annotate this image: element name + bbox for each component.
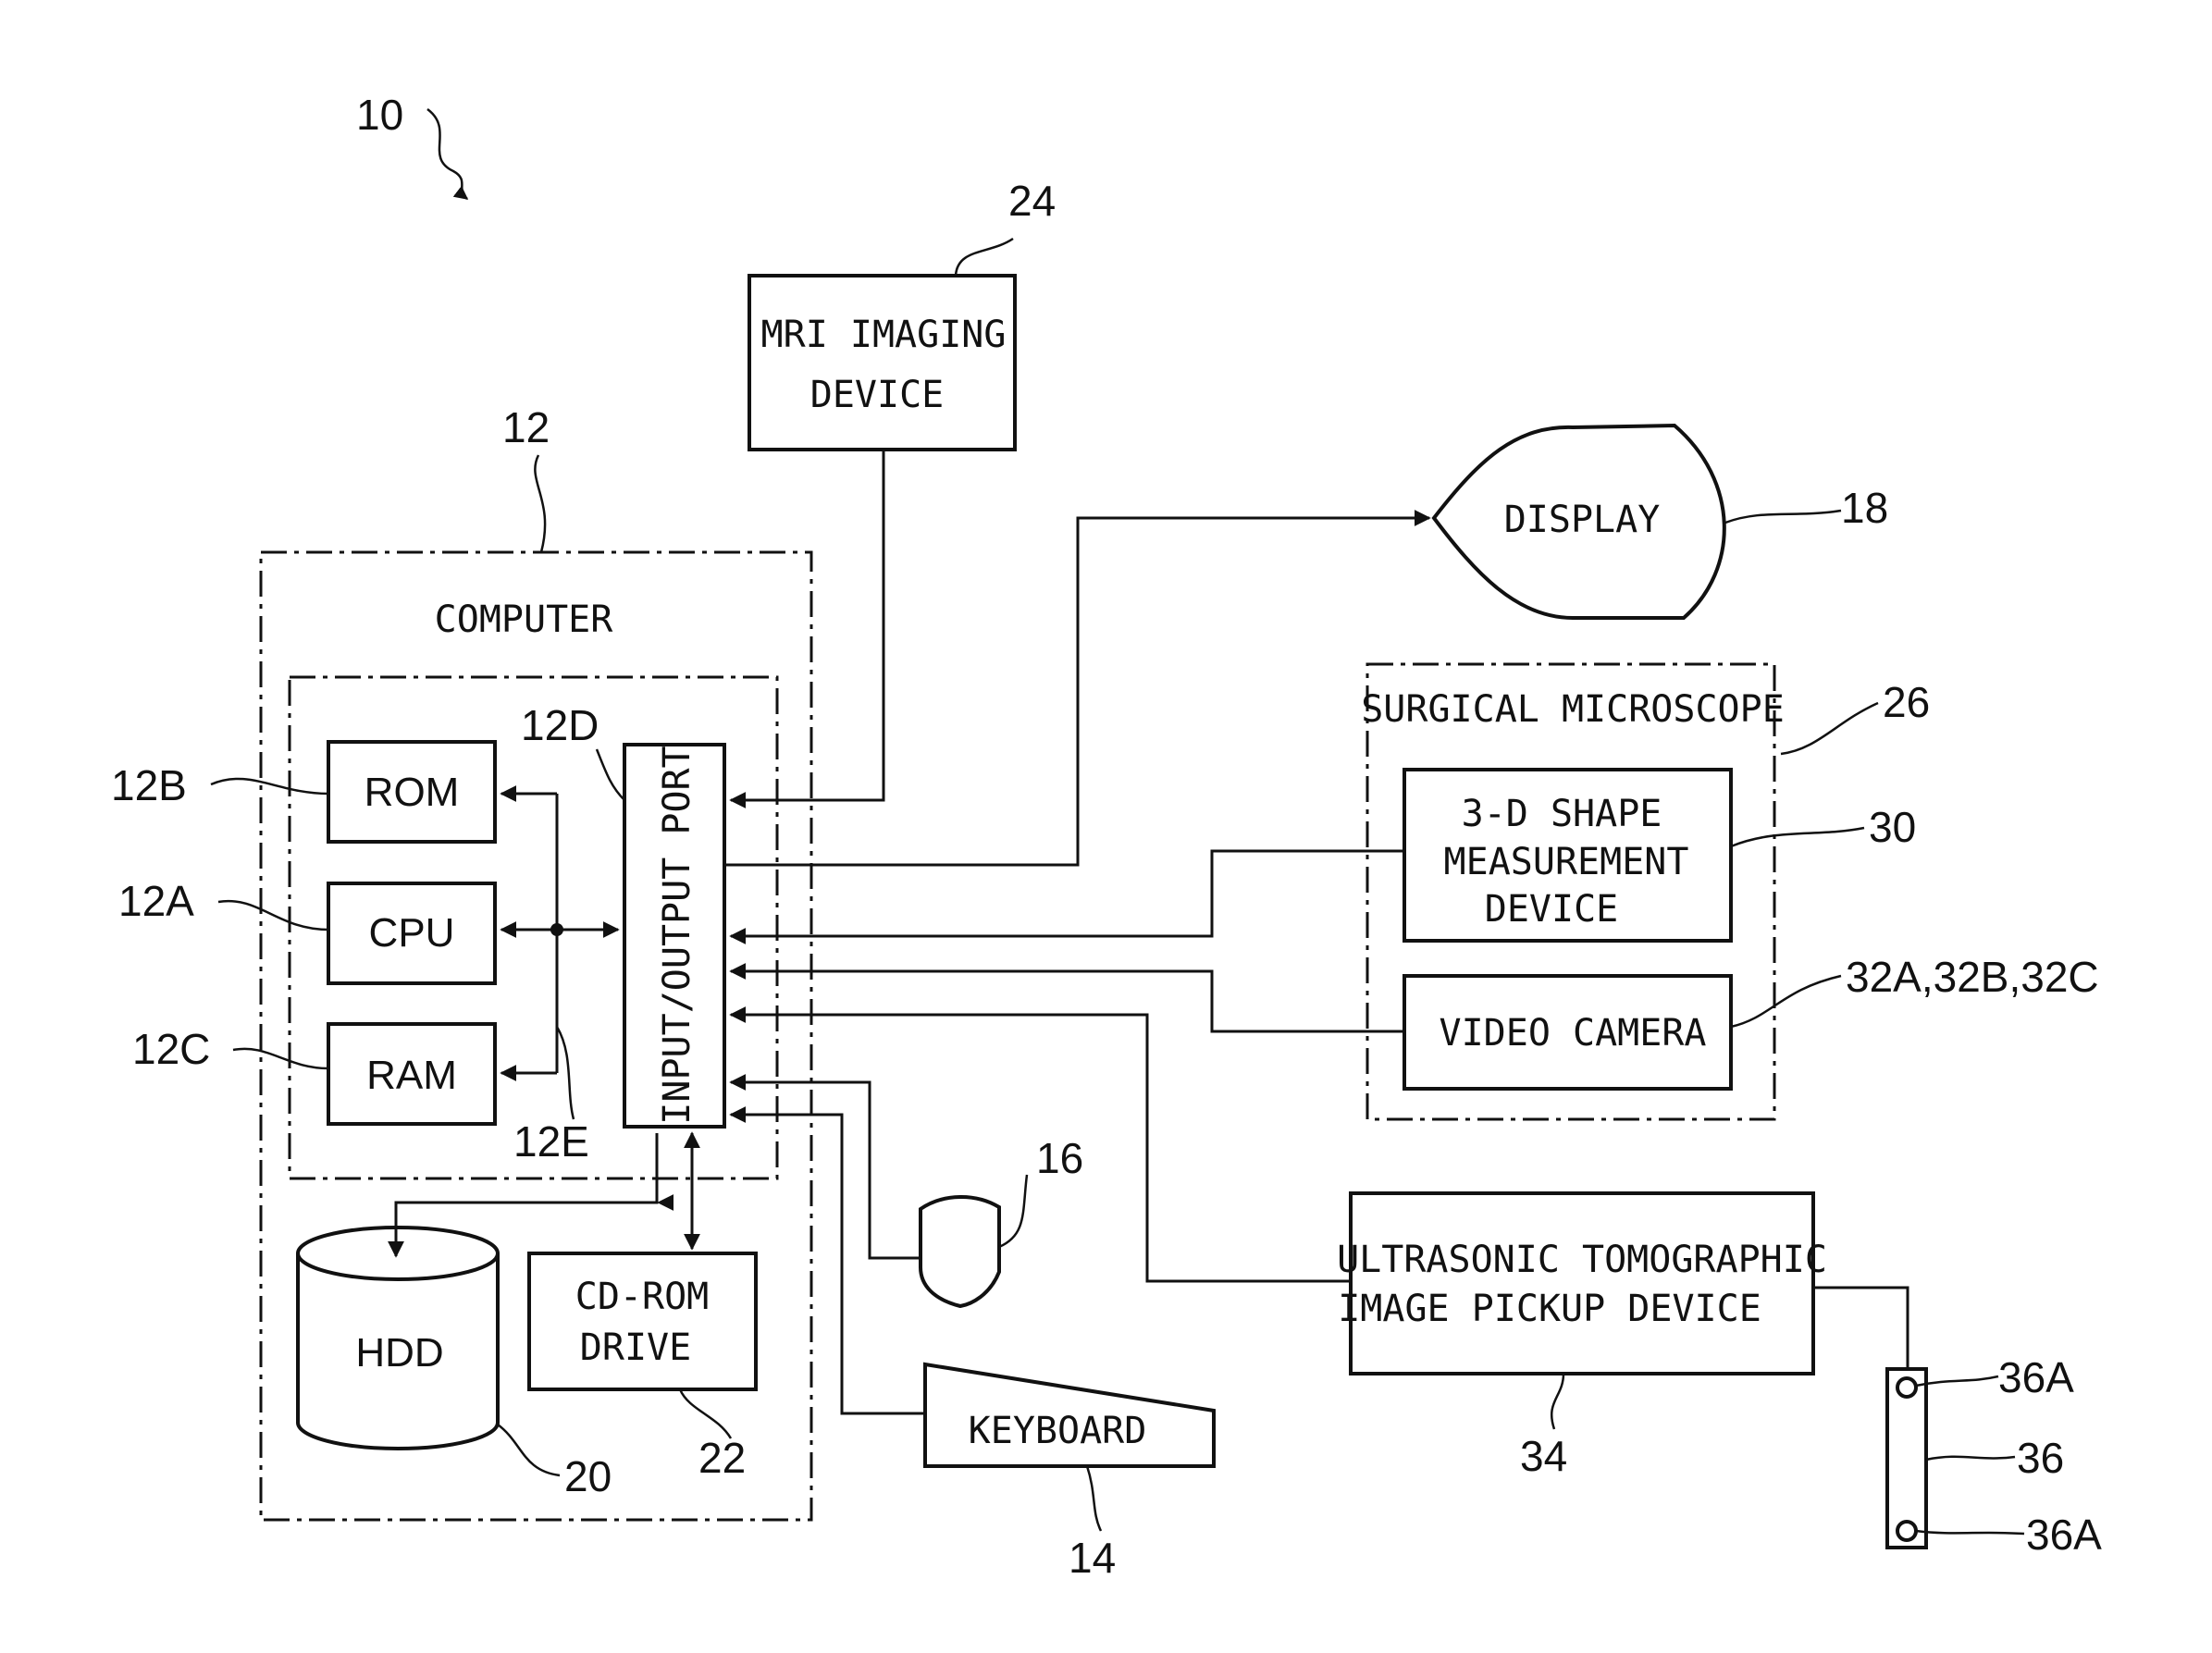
rom-ref-leader <box>211 779 328 794</box>
computer-ref-leader <box>535 455 545 552</box>
mri-ref-leader <box>956 239 1013 276</box>
shape-label-line2: MEASUREMENT <box>1444 841 1689 883</box>
keyboard-ref-leader <box>1087 1466 1101 1531</box>
hdd-label: HDD <box>355 1330 443 1375</box>
cpu-ref-leader <box>218 901 328 930</box>
computer-boundary <box>261 552 811 1520</box>
mri-block <box>749 276 1015 450</box>
shape-ref-leader <box>1731 828 1864 846</box>
ref-display: 18 <box>1841 484 1888 532</box>
io-ref-leader <box>597 749 624 800</box>
bus-junction <box>550 923 563 936</box>
cpu-label: CPU <box>369 910 455 956</box>
keyboard-to-io <box>731 1115 925 1413</box>
probe-bottom-ref-leader <box>1916 1531 2024 1534</box>
mouse-block <box>921 1197 999 1306</box>
display-label: DISPLAY <box>1504 499 1661 541</box>
io-port-label: INPUT/OUTPUT PORT <box>656 746 698 1124</box>
microscope-label: SURGICAL MICROSCOPE <box>1361 688 1785 731</box>
camera-label: VIDEO CAMERA <box>1440 1012 1707 1055</box>
probe-marker-bottom <box>1897 1522 1916 1540</box>
mouse-to-io <box>731 1082 921 1258</box>
ref-microscope: 26 <box>1883 678 1930 726</box>
ref-keyboard: 14 <box>1069 1534 1116 1582</box>
camera-ref-leader <box>1731 976 1841 1027</box>
ram-label: RAM <box>366 1053 457 1098</box>
io-to-display <box>724 518 1429 865</box>
mainboard-boundary <box>290 677 777 1178</box>
shape-label-line1: 3-D SHAPE <box>1462 793 1662 835</box>
mri-to-io <box>731 450 884 800</box>
mouse-ref-leader <box>999 1175 1027 1247</box>
ref-computer: 12 <box>502 403 550 451</box>
ref-bus: 12E <box>513 1117 589 1166</box>
ref-hdd: 20 <box>564 1452 612 1500</box>
ultrasonic-block <box>1351 1193 1813 1374</box>
ref-ram: 12C <box>132 1025 210 1073</box>
rom-label: ROM <box>365 770 460 815</box>
bus-ref-leader <box>557 1027 574 1119</box>
ref-ultrasonic: 34 <box>1520 1432 1567 1480</box>
ultrasonic-ref-leader <box>1551 1374 1563 1429</box>
cdrom-label-line2: DRIVE <box>580 1326 691 1369</box>
keyboard-label: KEYBOARD <box>969 1410 1147 1452</box>
ref-io-port: 12D <box>521 701 599 749</box>
cdrom-label-line1: CD-ROM <box>575 1276 710 1318</box>
ref-probe-marker-bottom: 36A <box>2026 1511 2102 1559</box>
probe-ref-leader <box>1926 1457 2015 1460</box>
ref-mouse: 16 <box>1036 1134 1083 1182</box>
shape-label-line3: DEVICE <box>1485 888 1619 931</box>
ref-shape-device: 30 <box>1869 803 1916 851</box>
ref-rom: 12B <box>111 761 187 809</box>
camera-to-io <box>731 971 1404 1031</box>
ref-mri: 24 <box>1008 177 1056 225</box>
system-ref-arrow <box>427 109 467 199</box>
hdd-ref-leader <box>498 1425 560 1475</box>
mri-label-line2: DEVICE <box>810 374 945 416</box>
ref-probe: 36 <box>2017 1434 2064 1482</box>
ref-cdrom: 22 <box>698 1434 746 1482</box>
microscope-ref-leader <box>1781 703 1878 754</box>
hdd-top <box>298 1227 498 1279</box>
ultrasonic-label-line2: IMAGE PICKUP DEVICE <box>1338 1288 1761 1330</box>
display-ref-leader <box>1725 511 1841 523</box>
computer-label: COMPUTER <box>435 598 614 641</box>
ram-ref-leader <box>233 1049 328 1068</box>
ref-cameras: 32A,32B,32C <box>1846 953 2099 1001</box>
ultrasonic-to-probe <box>1813 1288 1908 1369</box>
ref-probe-marker-top: 36A <box>1998 1353 2074 1401</box>
probe-top-ref-leader <box>1916 1376 1998 1386</box>
ref-cpu: 12A <box>118 877 194 925</box>
ref-system: 10 <box>356 91 403 139</box>
mri-label-line1: MRI IMAGING <box>761 314 1007 356</box>
cdrom-ref-leader <box>680 1389 731 1438</box>
probe-marker-top <box>1897 1378 1916 1397</box>
ultrasonic-label-line1: ULTRASONIC TOMOGRAPHIC <box>1337 1239 1827 1281</box>
